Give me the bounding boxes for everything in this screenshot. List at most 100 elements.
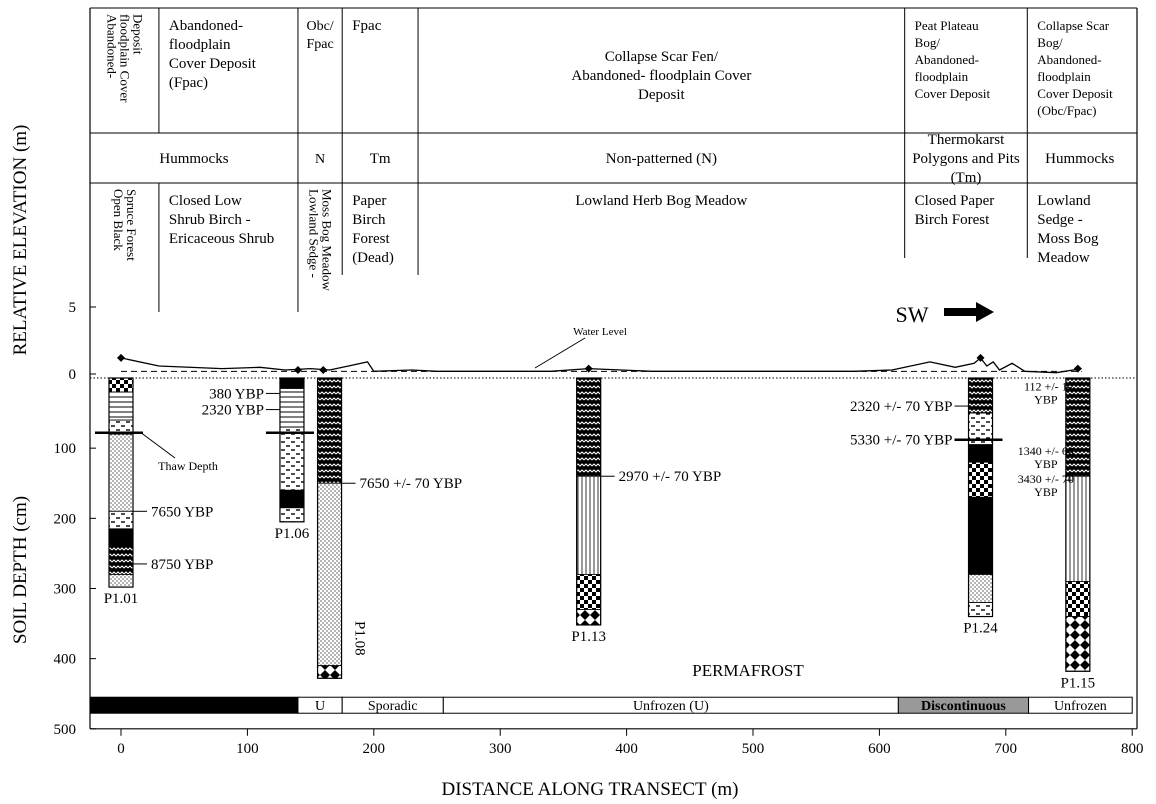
landform-cell-text: (Fpac) <box>169 75 208 91</box>
pattern-cell-text: Tm <box>370 151 391 167</box>
x-tick-label: 500 <box>742 741 765 757</box>
vegetation-cell-text: Birch <box>352 212 386 228</box>
core-outline <box>316 377 343 679</box>
survey-point-marker <box>1073 364 1082 373</box>
radiocarbon-date-text: YBP <box>1034 393 1058 407</box>
radiocarbon-date-text: 3430 +/- 70 <box>1018 472 1074 486</box>
core-layer-dashes <box>108 510 134 530</box>
landform-cell-text: Bog/ <box>915 35 941 50</box>
permafrost-label: PERMAFROST <box>692 661 804 680</box>
landform-cell-text: Collapse Scar Fen/ <box>605 49 719 65</box>
core-layer-zigzag <box>968 377 993 414</box>
vegetation-cell-text: Forest <box>352 231 390 247</box>
landform-cell-text: Abandoned- <box>915 52 979 67</box>
pattern-cell-text: Polygons and Pits <box>912 151 1020 167</box>
vegetation-cell-text: Lowland Herb Bog Meadow <box>575 193 747 209</box>
pattern-cell-text: (Tm) <box>951 170 982 186</box>
core-layer-dots <box>108 574 134 588</box>
landform-cell: Collapse ScarBog/Abandoned-floodplainCov… <box>1037 18 1113 118</box>
core-outline <box>967 377 994 618</box>
vegetation-cell-text: Sedge - <box>1037 212 1082 228</box>
landform-cell: Obc/Fpac <box>306 19 333 52</box>
landform-cell-text: Abandoned- <box>169 18 243 34</box>
landform-cell-text: Collapse Scar <box>1037 18 1110 33</box>
radiocarbon-date-text: 1340 +/- 60 <box>1018 444 1074 458</box>
x-tick-label: 300 <box>489 741 512 757</box>
landform-cell: Peat PlateauBog/Abandoned-floodplainCove… <box>915 18 991 101</box>
depth-tick-label: 100 <box>54 441 77 457</box>
direction-label: SW <box>896 302 929 327</box>
x-tick-label: 100 <box>236 741 259 757</box>
landform-cell-text: Deposit <box>130 14 145 55</box>
permafrost-segment-label: Discontinuous <box>921 699 1006 714</box>
survey-point-marker <box>117 353 125 362</box>
landform-cell-text: Abandoned- floodplain Cover <box>571 68 751 84</box>
core-layer-checker <box>1065 581 1091 617</box>
pattern-cell: Hummocks <box>1045 151 1114 167</box>
vegetation-cell-text: (Dead) <box>352 250 394 266</box>
landform-cell: Fpac <box>352 18 382 34</box>
x-tick-label: 600 <box>868 741 891 757</box>
core-layer-zigzag <box>108 545 134 575</box>
vegetation-cell-text: Spruce Forest <box>124 189 139 261</box>
survey-point-marker <box>976 353 985 362</box>
permafrost-segment-box <box>1028 696 1133 714</box>
radiocarbon-date: 5330 +/- 70 YBP <box>850 433 953 449</box>
radiocarbon-date: 8750 YBP <box>151 557 213 573</box>
core-layer-dots <box>108 433 134 512</box>
landform-cell-text: Fpac <box>352 18 382 34</box>
core-layer-checker <box>576 574 602 610</box>
core-layer-dashes <box>279 507 305 523</box>
core-layer-vlines <box>1065 475 1091 582</box>
x-tick-label: 800 <box>1121 741 1144 757</box>
core-layer-diamonds <box>317 665 342 679</box>
survey-point-marker <box>319 365 328 374</box>
permafrost-segment: Sporadic <box>341 696 444 714</box>
y-axis-title-elevation: RELATIVE ELEVATION (m) <box>10 125 31 356</box>
radiocarbon-date: 2970 +/- 70 YBP <box>619 469 722 485</box>
depth-tick-label: 500 <box>54 722 77 738</box>
core-layer-dashes <box>968 602 993 617</box>
elev-tick-label: 0 <box>69 367 77 383</box>
permafrost-segment-label: U <box>315 699 325 714</box>
vegetation-cell-text: Paper <box>352 193 386 209</box>
x-tick-label: 400 <box>615 741 638 757</box>
vegetation-cell-text: Shrub Birch - <box>169 212 251 228</box>
vegetation-cell: Lowland Herb Bog Meadow <box>575 193 747 209</box>
pattern-cell: Non-patterned (N) <box>606 151 717 167</box>
water-level-leader <box>534 337 586 369</box>
landform-cell-text: Abandoned- <box>1037 52 1101 67</box>
core-layer-checker <box>108 377 134 393</box>
core-layer-zigzag <box>317 377 342 484</box>
core-layer-solid <box>279 489 305 509</box>
y-axis-title-depth: SOIL DEPTH (cm) <box>10 496 31 644</box>
landform-cell-text: Peat Plateau <box>915 18 979 33</box>
core-layer-hlines <box>279 388 305 428</box>
core-layer-dots <box>317 482 342 667</box>
x-tick-label: 700 <box>995 741 1018 757</box>
vegetation-cell: Lowland Sedge -Moss Bog Meadow <box>307 189 335 291</box>
core-id-label: P1.08 <box>352 621 368 656</box>
core-layer-hlines <box>108 391 134 421</box>
landform-cell: Collapse Scar Fen/Abandoned- floodplain … <box>571 49 751 103</box>
core-layer-solid <box>968 496 993 575</box>
landform-cell-text: Cover Deposit <box>1037 86 1113 101</box>
pattern-cell-text: N <box>315 152 325 167</box>
core-id-label: P1.01 <box>104 591 139 607</box>
permafrost-segment: Discontinuous <box>897 696 1030 714</box>
core-outline <box>576 377 602 626</box>
soil-core-P1-15: P1.15 <box>1061 377 1095 691</box>
